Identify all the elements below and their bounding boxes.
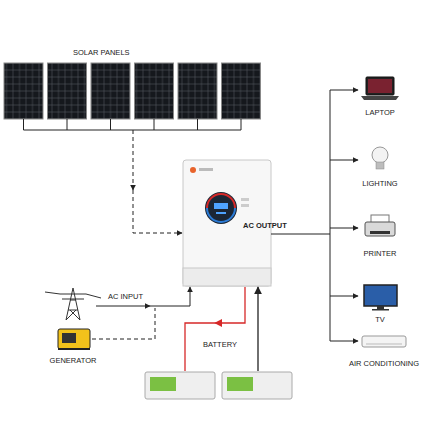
air-conditioner-load: AIR CONDITIONING <box>344 333 424 368</box>
power-tower-icon <box>45 288 101 320</box>
node-label: AIR CONDITIONING <box>349 359 419 368</box>
node-label: LIGHTING <box>362 179 397 188</box>
node-label: TV <box>375 315 385 324</box>
laptop-load: LAPTOP <box>350 72 410 117</box>
generator-dashed-wire <box>92 308 155 339</box>
output-label: AC OUTPUT <box>243 221 287 230</box>
solar-panel-group: SOLAR PANELS <box>3 48 267 122</box>
node-label: SOLAR PANELS <box>73 48 130 57</box>
lighting-load: LIGHTING <box>350 142 410 188</box>
laptop-icon <box>361 77 399 100</box>
node-label: GENERATOR <box>50 356 97 365</box>
battery-wire <box>185 287 258 371</box>
generator-icon <box>58 329 90 349</box>
panel-bus-wire <box>24 119 242 130</box>
solar-panel-array <box>4 63 261 119</box>
ac-input-wire <box>96 287 190 306</box>
dc-dashed-wire <box>133 130 182 233</box>
battery-bank: BATTERY <box>140 340 300 402</box>
battery-icon <box>145 372 292 399</box>
tv-icon <box>364 285 397 311</box>
ac-output-wire <box>271 90 358 341</box>
input-label: AC INPUT <box>108 292 143 301</box>
node-label: LAPTOP <box>365 108 394 117</box>
light-bulb-icon <box>372 147 388 169</box>
generator-source: GENERATOR <box>42 325 104 365</box>
tv-load: TV <box>350 281 410 324</box>
node-label: BATTERY <box>203 340 237 349</box>
air-conditioner-icon <box>362 336 406 347</box>
printer-icon <box>365 215 395 236</box>
node-label: PRINTER <box>364 249 397 258</box>
printer-load: PRINTER <box>350 211 410 258</box>
